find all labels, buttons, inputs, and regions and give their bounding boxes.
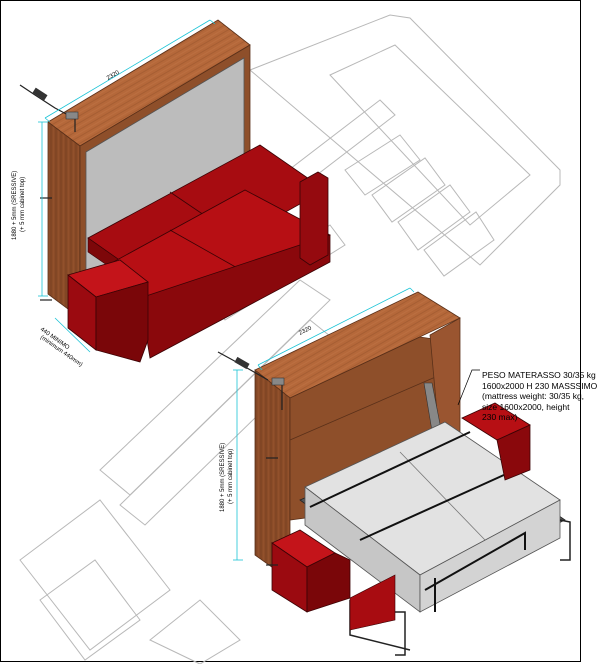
bottom-control-box xyxy=(271,377,285,386)
mattress-note: PESO MATERASSO 30/35 kg 1600x2000 H 230 … xyxy=(482,370,597,423)
note-line-1: PESO MATERASSO 30/35 kg xyxy=(482,370,596,380)
top-power-cable xyxy=(19,84,71,117)
mattress-front xyxy=(419,499,561,613)
technical-drawing: 2320 1880 + 5mm (SRESSIVE) (+ 5 mm cabin… xyxy=(12,14,571,664)
note-line-4: size 1600x2000, height xyxy=(482,401,570,412)
top-dimensions xyxy=(38,19,216,353)
note-line-2: 1600x2000 H 230 MASSSIMO xyxy=(482,380,597,391)
sofa-left-arm-front xyxy=(95,281,149,363)
top-height-sub: (+ 5 mm cabinet top) xyxy=(20,177,26,232)
note-line-5: 230 max) xyxy=(482,412,518,422)
drawing-frame xyxy=(0,0,581,662)
bottom-width-dim: 2320 xyxy=(298,325,313,337)
bottom-bed-unit xyxy=(217,287,571,656)
bottom-height-dim: 1880 + 5mm (SRESSIVE) xyxy=(220,443,226,512)
bottom-height-sub: (+ 5 mm cabinet top) xyxy=(228,449,234,504)
mattress-straps xyxy=(309,431,526,612)
note-leader xyxy=(457,369,480,406)
bottom-dimensions xyxy=(233,287,415,561)
top-height-dim: 1880 + 5mm (SRESSIVE) xyxy=(12,171,18,240)
note-line-3: (mattress weight: 30/35 kg, xyxy=(482,391,585,401)
sofa-right-arm xyxy=(299,171,329,266)
top-sofa-unit xyxy=(19,19,331,363)
top-control-box xyxy=(65,111,79,120)
